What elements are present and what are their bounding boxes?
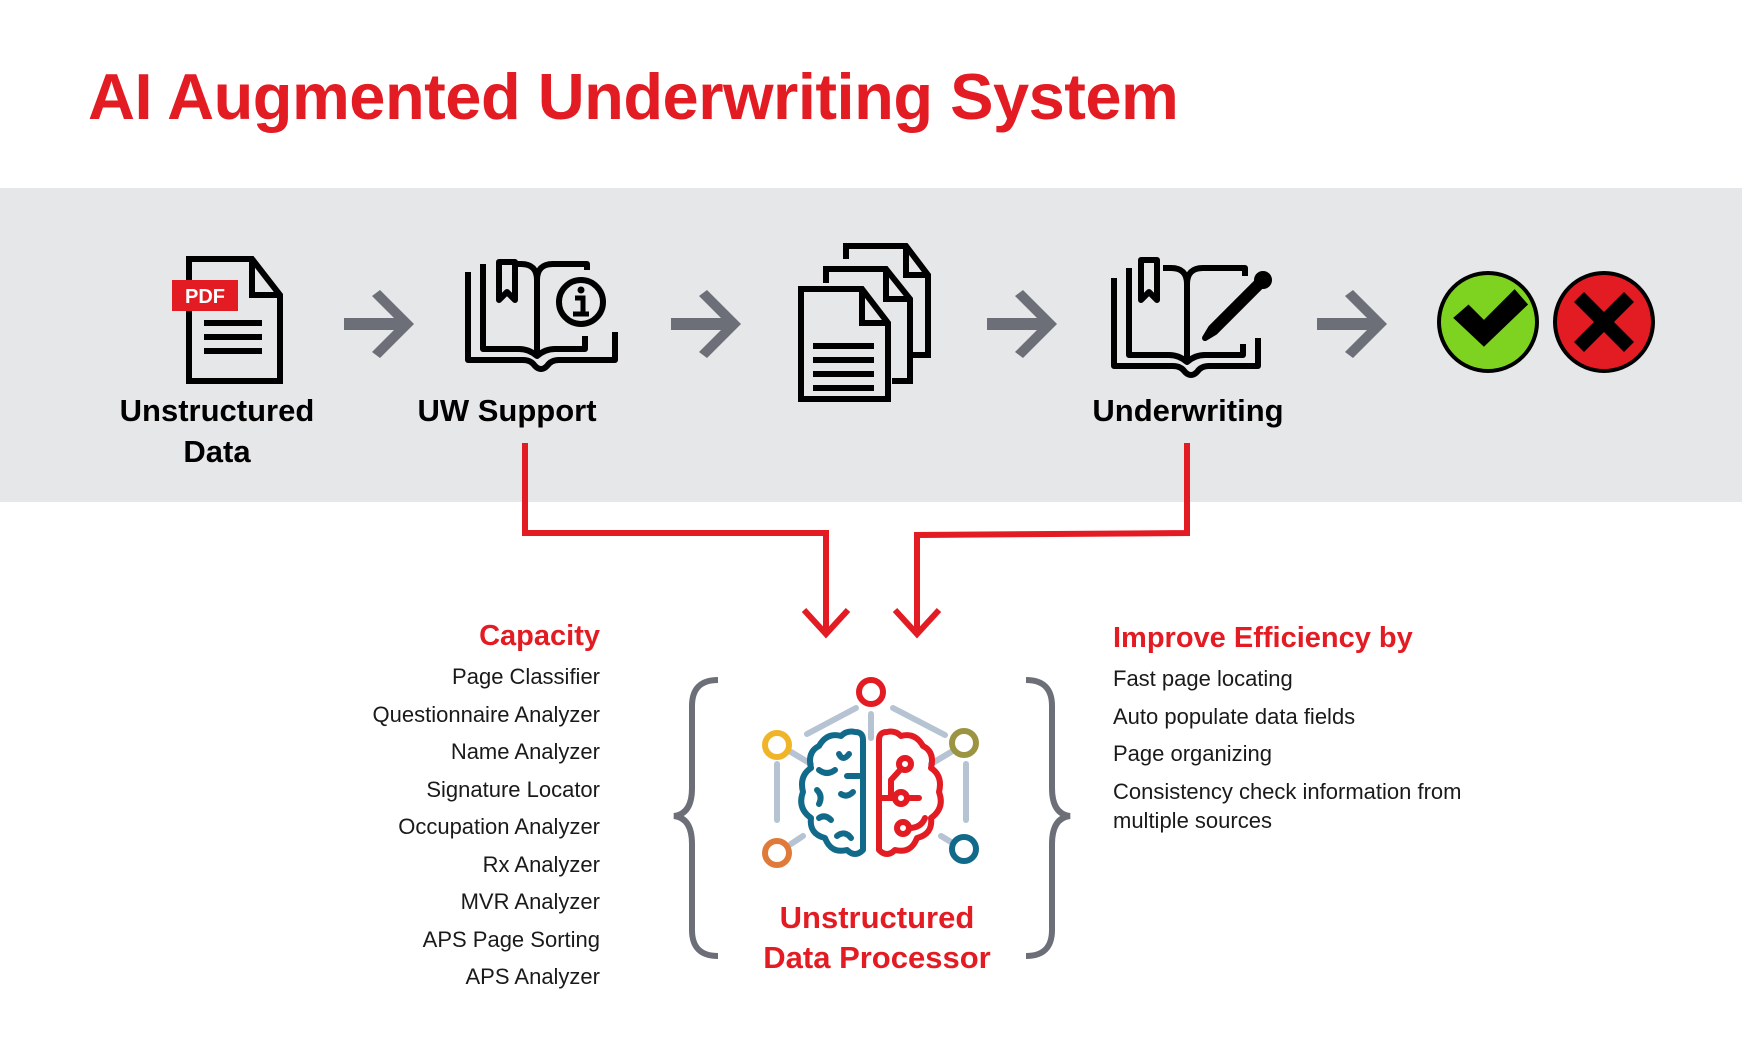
connector-underwriting (914, 443, 1190, 632)
capacity-item: APS Page Sorting (422, 926, 600, 952)
processor-label: Unstructured Data Processor (737, 898, 1017, 978)
efficiency-title: Improve Efficiency by (1113, 622, 1413, 654)
capacity-list: Page Classifier Questionnaire Analyzer N… (373, 658, 600, 996)
connector-arrowhead-left (801, 607, 851, 639)
pdf-badge-label: PDF (185, 286, 225, 308)
flow-arrow-icon (344, 290, 414, 358)
efficiency-item: Consistency check information from multi… (1113, 778, 1462, 833)
pdf-document-icon: PDF (172, 256, 283, 384)
pdf-badge (172, 280, 238, 311)
step-label-underwriting: Underwriting (1092, 393, 1284, 428)
capacity-title: Capacity (479, 620, 600, 652)
flow-arrow-icon (671, 290, 741, 358)
reject-x-icon (1553, 271, 1655, 373)
book-info-icon (465, 259, 618, 372)
efficiency-list: Fast page locating Auto populate data fi… (1113, 660, 1473, 835)
efficiency-item: Auto populate data fields (1113, 703, 1356, 729)
capacity-item: Name Analyzer (450, 739, 600, 764)
flow-arrow-icon (1317, 290, 1387, 358)
capacity-item: Occupation Analyzer (398, 814, 600, 839)
capacity-item: Page Classifier (452, 664, 600, 689)
capacity-item: MVR Analyzer (460, 889, 600, 914)
step-label-line2: Data (183, 434, 251, 469)
connector-arrowhead-right (892, 607, 942, 639)
step-label-unstructured-data: Unstructured Data (117, 390, 317, 472)
efficiency-item: Fast page locating (1113, 666, 1293, 691)
stacked-documents-icon (798, 243, 931, 402)
flow-arrow-icon (987, 290, 1057, 358)
ai-brain-network-icon (762, 677, 979, 868)
capacity-item: Signature Locator (426, 776, 600, 802)
network-node (949, 834, 979, 864)
page-title: AI Augmented Underwriting System (88, 60, 1179, 133)
approve-check-icon (1437, 271, 1539, 373)
book-pen-icon (1111, 257, 1272, 378)
capacity-item: APS Analyzer (465, 964, 600, 989)
right-brace-icon (1025, 677, 1071, 959)
network-node (762, 838, 792, 868)
network-node (856, 677, 886, 707)
efficiency-item: Page organizing (1113, 741, 1273, 766)
left-brace-icon (673, 677, 719, 959)
connector-uw-support (522, 443, 829, 632)
processor-label-line1: Unstructured (779, 900, 975, 935)
network-node (762, 730, 792, 760)
capacity-item: Rx Analyzer (482, 851, 600, 877)
processor-label-line2: Data Processor (763, 940, 991, 975)
step-label-line1: Unstructured (119, 393, 315, 428)
network-node (949, 728, 979, 758)
capacity-item: Questionnaire Analyzer (372, 701, 600, 727)
step-label-uw-support: UW Support (417, 393, 597, 428)
